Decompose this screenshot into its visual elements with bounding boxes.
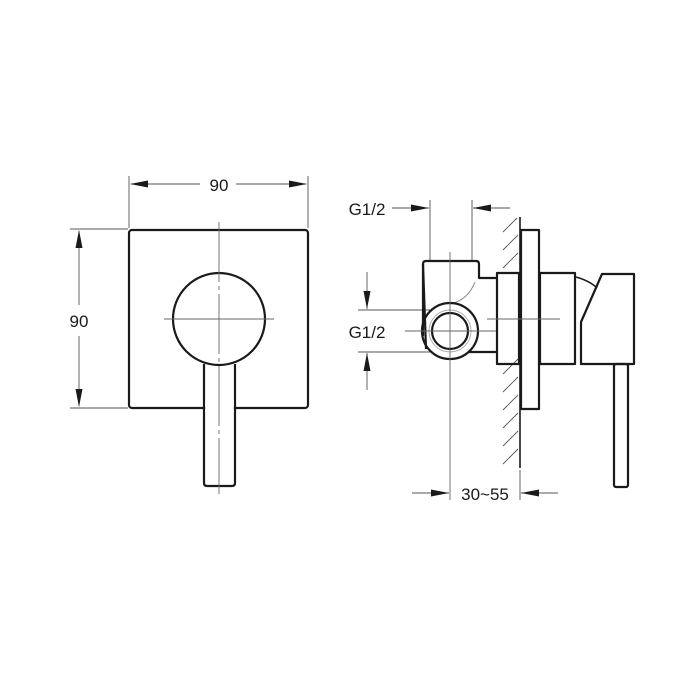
width-label: 90	[210, 176, 229, 195]
depth-label: 30~55	[461, 485, 509, 504]
cover-plate-side	[519, 228, 541, 411]
side-thread-dimension: G1/2	[349, 272, 430, 390]
front-view: 90 90	[70, 176, 310, 494]
top-thread-dimension: G1/2	[349, 200, 510, 262]
width-dimension: 90	[128, 176, 309, 228]
valve-body	[421, 259, 497, 350]
handle-collar	[538, 271, 577, 366]
handle-lever	[202, 364, 237, 488]
top-thread-label: G1/2	[349, 200, 386, 219]
handle-lever-side	[612, 362, 630, 489]
side-view: G1/2 G1/2	[349, 200, 636, 504]
wall-hatching	[502, 217, 521, 468]
height-label: 90	[70, 312, 89, 331]
side-thread-label: G1/2	[349, 323, 386, 342]
height-dimension: 90	[70, 228, 128, 409]
depth-dimension: 30~55	[412, 470, 558, 504]
mounting-flange	[495, 271, 521, 366]
handle-body	[579, 272, 636, 366]
